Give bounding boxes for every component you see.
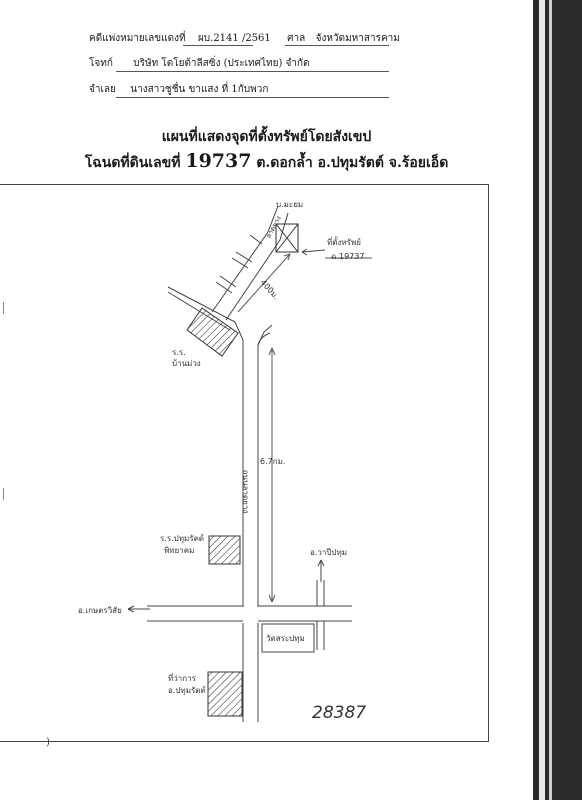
case-line: คดีแพ่งหมายเลขแดงที่ ผบ.2141 /2561 ศาล จ… [89, 31, 400, 46]
plaintiff-rule [116, 71, 389, 72]
deed-title: โฉนดที่ดินเลขที่ 19737 ต.ดอกล้ำ อ.ปทุมรั… [0, 150, 533, 174]
plaintiff-line: โจทก์ บริษัท โตโยต้าลีสซิ่ง (ประเทศไทย) … [89, 56, 310, 71]
school-ban-muang-block [186, 307, 239, 357]
side-road-5 [249, 234, 263, 245]
diag-road-top [267, 205, 279, 233]
margin-mark-2 [0, 488, 4, 500]
school-ban-muang-label-2: บ้านม่วง [172, 359, 201, 368]
defendant-line: จำเลย นางสาวชูชื่น ขาแสง ที่ 1กับพวก [89, 82, 268, 97]
case-number: ผบ.2141 /2561 [197, 33, 271, 44]
kaset-wisai-label: อ.เกษตรวิสัย [78, 606, 122, 615]
plaintiff-label: โจทก์ [89, 58, 113, 69]
court-rule [285, 45, 389, 46]
map-frame [0, 184, 489, 742]
main-road-label: ถนนลาดยาง [241, 469, 251, 514]
court-name: จังหวัดมหาสารคาม [315, 33, 400, 44]
diag-road-top2 [279, 212, 289, 241]
distance-6-7km-label: 6.7กม. [260, 457, 286, 466]
property-arrow [301, 249, 326, 253]
junction-east-inner [257, 332, 271, 346]
page-edge-shadow [549, 0, 552, 800]
diag-road-left [211, 231, 269, 313]
defendant-label: จำเลย [89, 84, 116, 95]
waphi-pathum-label: อ.วาปีปทุม [310, 548, 348, 557]
diag-road-right [225, 239, 281, 321]
school-pathum-label-1: ร.ร.ปทุมรัตต์ [160, 534, 204, 543]
side-road-3 [215, 281, 233, 294]
handwritten-number: 28387 [312, 703, 367, 723]
side-road-4 [219, 275, 237, 288]
margin-mark-1 [0, 302, 4, 314]
deed-suffix: ต.ดอกล้ำ อ.ปทุมรัตต์ จ.ร้อยเอ็ด [256, 155, 449, 171]
school-pathum-block [208, 535, 241, 565]
deed-prefix: โฉนดที่ดินเลขที่ [84, 155, 181, 171]
district-office-label-2: อ.ปทุมรัตต์ [168, 686, 206, 695]
deed-number: 19737 [185, 150, 252, 172]
scan-edge [533, 0, 582, 800]
stray-mark: ) [46, 737, 50, 748]
district-office-label-1: ที่ว่าการ [168, 674, 196, 683]
junction-west [167, 286, 244, 341]
district-office-block [207, 671, 243, 717]
page-edge [539, 0, 545, 800]
property-location-label: ที่ตั้งทรัพย์ [327, 238, 361, 247]
village-mayom-label: บ.มะยม [276, 200, 304, 209]
wat-box [261, 623, 315, 653]
school-pathum-label-2: พิทยาคม [164, 546, 195, 555]
plaintiff-name: บริษัท โตโยต้าลีสซิ่ง (ประเทศไทย) จำกัด [133, 58, 310, 69]
case-rule [183, 45, 253, 46]
defendant-rule [116, 97, 389, 98]
deed-ref-label: ฉ.19737 [331, 252, 365, 261]
case-label: คดีแพ่งหมายเลขแดงที่ [89, 33, 186, 44]
map-title: แผนที่แสดงจุดที่ตั้งทรัพย์โดยสังเขป [161, 129, 372, 145]
defendant-name: นางสาวชูชื่น ขาแสง ที่ 1กับพวก [130, 84, 269, 95]
property-marker [275, 223, 299, 253]
wat-sa-pathum-label: วัดสระปทุม [266, 634, 305, 643]
side-road-1 [231, 257, 249, 269]
distance-400m-arrow [237, 253, 291, 313]
school-ban-muang-label-1: ร.ร. [172, 348, 186, 357]
court-label: ศาล [287, 33, 306, 44]
side-road-2 [235, 251, 253, 263]
